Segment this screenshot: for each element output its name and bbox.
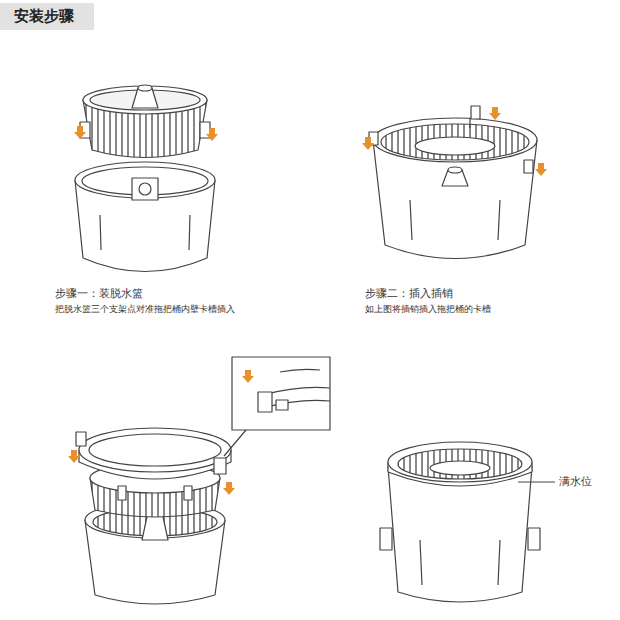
bucket-step4 — [380, 442, 555, 602]
step-note: 把脱水篮三个支架点对准拖把桶内壁卡槽插入 — [55, 304, 235, 315]
step-heading: 步骤一：装脱水篮 — [55, 287, 143, 300]
part-label: 满水位 — [559, 475, 592, 488]
step-heading: 步骤二：插入插销 — [365, 287, 453, 300]
title-banner: 安装步骤 — [0, 3, 94, 30]
bucket-step1 — [74, 85, 218, 272]
bucket-step2 — [362, 106, 547, 259]
step-note: 如上图将插销插入拖把桶的卡槽 — [365, 304, 491, 315]
bucket-step3 — [68, 357, 330, 604]
